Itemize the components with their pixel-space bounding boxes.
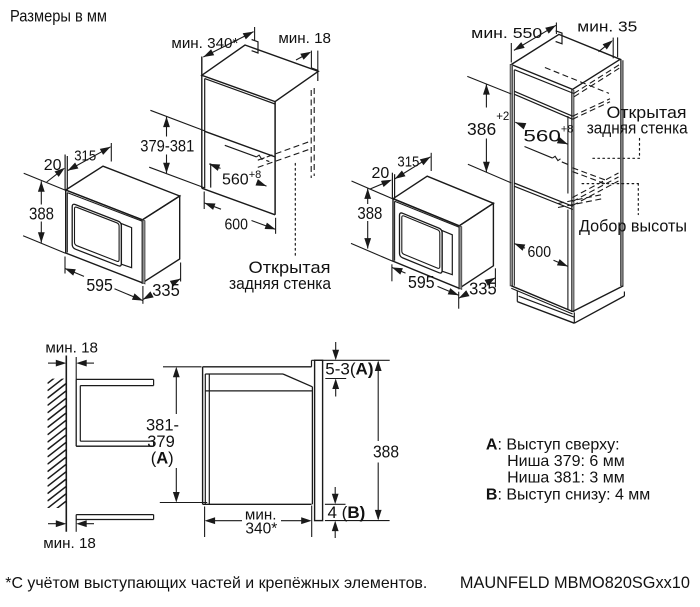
svg-text:мин.: мин.	[245, 506, 277, 523]
svg-text:мин. 550: мин. 550	[471, 25, 542, 42]
svg-text:Открытая: Открытая	[607, 103, 687, 122]
svg-text:мин. 18: мин. 18	[45, 340, 98, 357]
svg-text:340*: 340*	[245, 520, 277, 537]
svg-text:315: 315	[74, 147, 96, 164]
svg-text:мин. 18: мин. 18	[43, 535, 96, 552]
svg-text:5-3(А): 5-3(А)	[325, 359, 373, 378]
svg-text:386+2: 386+2	[467, 111, 509, 139]
svg-text:MAUNFELD MBMO820SGxx10: MAUNFELD MBMO820SGxx10	[460, 574, 690, 592]
svg-text:381-: 381-	[146, 417, 179, 435]
svg-text:Ниша 381: 3 мм: Ниша 381: 3 мм	[507, 470, 625, 487]
svg-text:600: 600	[224, 217, 248, 234]
svg-text:388: 388	[357, 203, 382, 223]
svg-text:388: 388	[29, 204, 54, 224]
svg-text:Открытая: Открытая	[249, 258, 331, 277]
svg-text:20: 20	[372, 165, 390, 182]
svg-text:Ниша 379: 6 мм: Ниша 379: 6 мм	[507, 453, 625, 470]
svg-text:335: 335	[152, 280, 180, 300]
svg-text:20: 20	[44, 157, 62, 174]
svg-text:мин. 18: мин. 18	[278, 30, 331, 47]
svg-text:560+8: 560+8	[222, 169, 261, 189]
svg-text:В: Выступ снизу: 4 мм: В: Выступ снизу: 4 мм	[486, 487, 650, 504]
svg-text:600: 600	[528, 244, 552, 261]
svg-text:595: 595	[408, 272, 435, 292]
svg-text:мин. 340*: мин. 340*	[171, 35, 238, 52]
svg-text:560+8: 560+8	[523, 124, 573, 146]
svg-text:315: 315	[397, 153, 419, 170]
svg-text:Размеры в мм: Размеры в мм	[10, 7, 107, 26]
svg-text:388: 388	[373, 442, 399, 462]
svg-text:379-381: 379-381	[140, 137, 194, 156]
svg-text:*С учётом выступающих частей и: *С учётом выступающих частей и крепёжных…	[5, 575, 427, 592]
svg-text:Добор высоты: Добор высоты	[579, 218, 687, 236]
svg-text:задняя стенка: задняя стенка	[229, 274, 331, 293]
svg-text:379: 379	[147, 433, 175, 451]
svg-text:задняя стенка: задняя стенка	[587, 119, 688, 138]
svg-text:595: 595	[86, 275, 113, 295]
svg-text:335: 335	[469, 278, 497, 298]
svg-text:мин. 35: мин. 35	[577, 19, 637, 36]
svg-text:А: Выступ сверху:: А: Выступ сверху:	[486, 437, 620, 454]
svg-text:(А): (А)	[151, 450, 174, 468]
svg-text:4 (В): 4 (В)	[328, 503, 366, 522]
